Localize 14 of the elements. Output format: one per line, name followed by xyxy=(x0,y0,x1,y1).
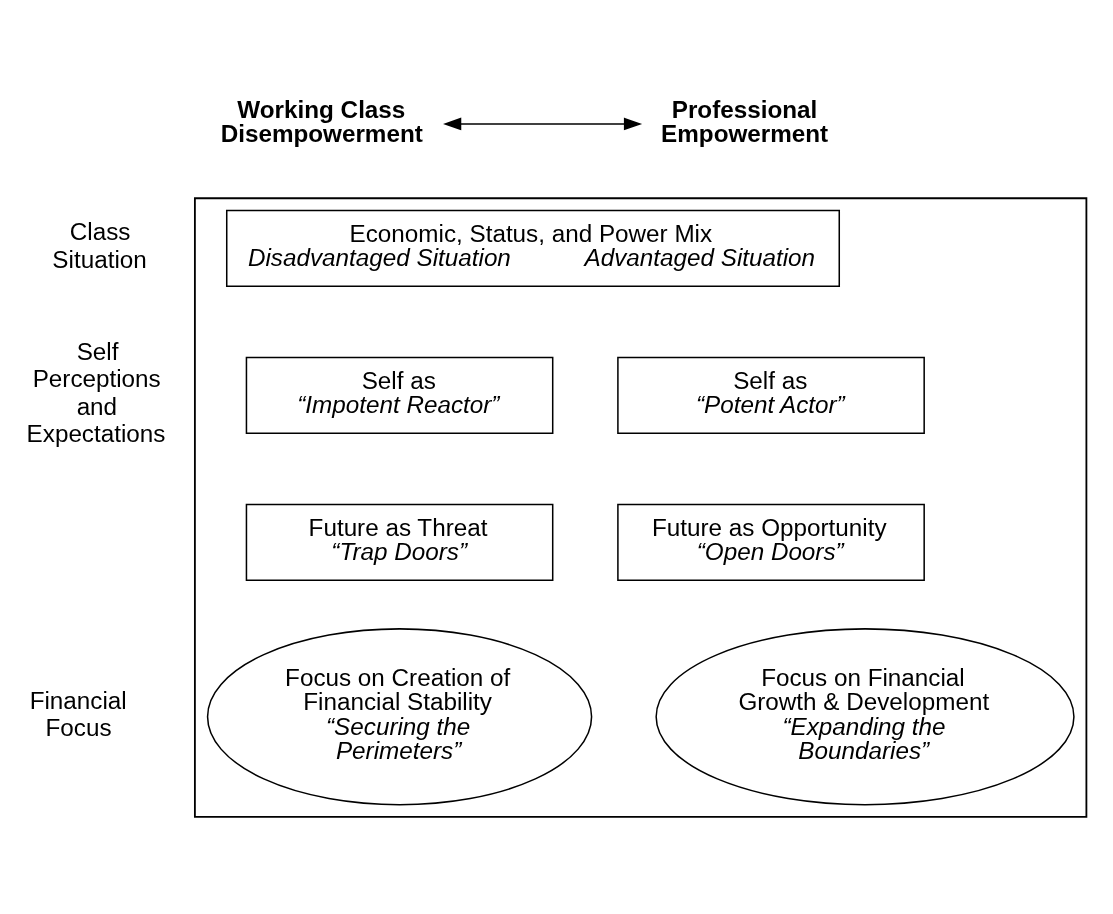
node-box: Economic, Status, and Power Mix Disadvantaged Situation Advantaged Situation xyxy=(226,209,840,287)
node-text: Professional Empowerment xyxy=(661,95,829,147)
node-box: Future as Opportunity “Open Doors” xyxy=(617,503,925,581)
node-box: Self as “Potent Actor” xyxy=(617,356,925,434)
label: Class Situation xyxy=(52,217,147,273)
node-box: Self as “Impotent Reactor” xyxy=(245,356,554,434)
node-text: Working Class Disempowerment xyxy=(220,95,423,147)
label: Financial Focus xyxy=(29,686,127,741)
cluster xyxy=(194,196,1088,818)
node-box: Future as Threat “Trap Doors” xyxy=(245,503,554,581)
node-ellipse: Focus on Creation of Financial Stability “Securing the Perimeters” xyxy=(206,627,593,805)
label: Self Perceptions and Expectations xyxy=(26,337,166,447)
node-ellipse: Focus on Financial Growth & Development “Expanding the Boundaries” xyxy=(655,627,1075,805)
arrow xyxy=(443,117,643,130)
